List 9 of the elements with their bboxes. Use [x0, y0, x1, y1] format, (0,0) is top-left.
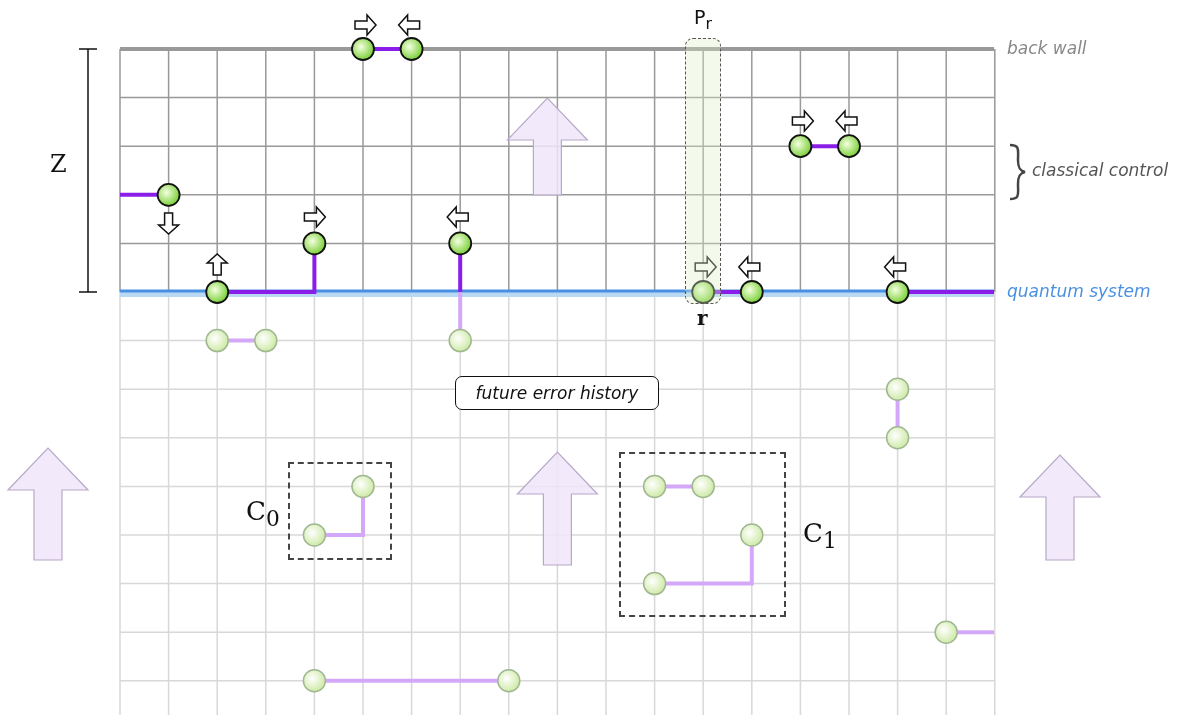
layer-label: classical control — [1032, 160, 1169, 180]
group-label: C$_{1}$ — [803, 518, 837, 554]
dimension-label: Z — [50, 150, 67, 178]
group-label: C$_{0}$ — [246, 496, 280, 532]
band-label: P$_{r}$ — [694, 6, 712, 33]
rounded-box: future error history — [455, 376, 659, 410]
site-label: r — [697, 306, 708, 330]
layer-label: quantum system — [1007, 281, 1151, 301]
wall-label: back wall — [1007, 38, 1087, 58]
